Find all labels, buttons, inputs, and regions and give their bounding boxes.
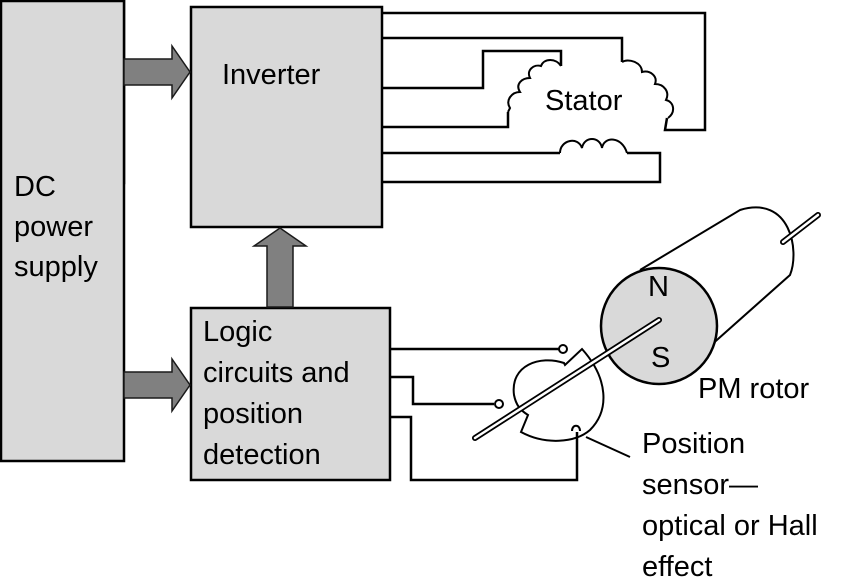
wire-sensor-2 — [390, 375, 494, 406]
sensor-label-line-4: effect — [642, 551, 712, 583]
sensor-pickup — [571, 424, 581, 432]
shaft — [473, 318, 661, 440]
logic-block — [189, 306, 392, 482]
stator-label: Stator — [545, 85, 623, 117]
dc-power-supply — [0, 0, 126, 463]
logic-label-line-1: Logic — [203, 316, 272, 348]
pm-rotor-label: PM rotor — [698, 373, 810, 405]
sensor-label-line-2: sensor— — [642, 469, 758, 501]
stator-coil-right — [621, 59, 674, 119]
logic-label-line-2: circuits and — [203, 357, 350, 389]
inverter-block — [189, 5, 384, 229]
wire-phase-1 — [382, 11, 707, 132]
rotor-end-face — [599, 266, 719, 386]
sensor-label-line-3: optical or Hall — [642, 510, 818, 542]
shaft-rear — [781, 213, 820, 244]
control-arrow-to-inverter — [251, 227, 309, 308]
rotor-north-label: N — [648, 271, 669, 303]
dc-label-line-3: supply — [14, 251, 98, 283]
stator-coil-bottom — [559, 138, 628, 154]
wire-phase-4 — [382, 112, 510, 129]
wire-phase-6 — [382, 151, 662, 184]
inverter-label: Inverter — [222, 59, 321, 91]
wire-sensor-3 — [390, 415, 579, 482]
sensor-label-line-1: Position — [642, 428, 745, 460]
wire-phase-2 — [382, 36, 624, 62]
power-arrow-to-logic — [123, 356, 191, 414]
stator-coil-left — [507, 59, 562, 113]
wire-phase-3 — [382, 49, 563, 90]
sensor-terminal-1 — [558, 344, 568, 354]
sensor-callout-line — [585, 436, 631, 458]
dc-label-line-1: DC — [14, 171, 56, 203]
dc-label-line-2: power — [14, 211, 93, 243]
rotor-cylinder — [639, 206, 795, 356]
position-sensor-disk — [512, 347, 605, 442]
sensor-terminal-2 — [494, 399, 504, 409]
logic-label-line-3: position — [203, 398, 303, 430]
rotor-south-label: S — [651, 342, 670, 374]
logic-label-line-4: detection — [203, 439, 321, 471]
power-arrow-to-inverter — [123, 43, 191, 101]
